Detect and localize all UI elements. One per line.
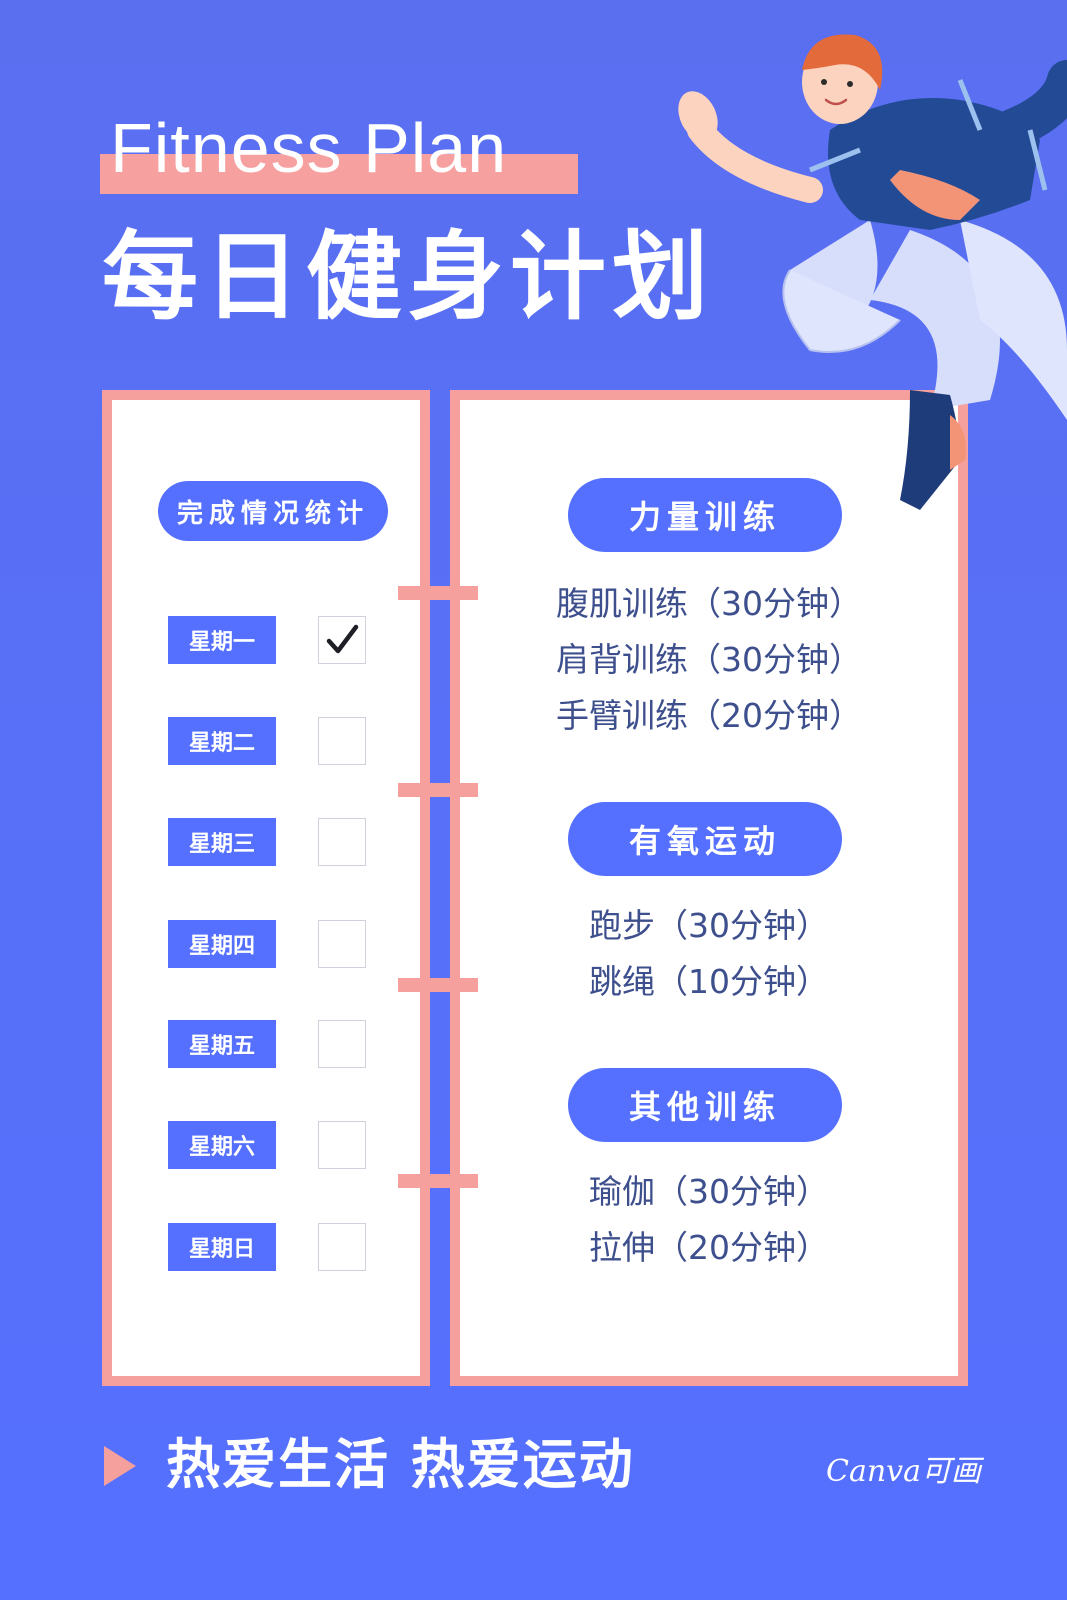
day-checkbox-friday[interactable]	[318, 1020, 366, 1068]
plan-item: 跑步（30分钟）	[589, 906, 829, 945]
panel-connector	[398, 783, 478, 797]
day-checkbox-thursday[interactable]	[318, 920, 366, 968]
title-zh: 每日健身计划	[102, 221, 714, 333]
stats-panel	[102, 390, 430, 1386]
title-highlight-bar	[100, 154, 578, 194]
day-label: 星期六	[168, 1121, 276, 1169]
running-man-illustration	[678, 34, 1067, 510]
day-label: 星期三	[168, 818, 276, 866]
brand-logo: Canva可画	[826, 1454, 981, 1489]
play-arrow-icon	[104, 1446, 136, 1486]
title-en-block: Fitness Plan	[100, 104, 578, 194]
plan-item: 瑜伽（30分钟）	[589, 1172, 829, 1211]
day-label: 星期二	[168, 717, 276, 765]
day-checkbox-wednesday[interactable]	[318, 818, 366, 866]
plan-item: 肩背训练（30分钟）	[556, 640, 862, 679]
footer-slogan: 热爱生活 热爱运动	[166, 1433, 635, 1496]
check-icon	[326, 624, 359, 654]
panel-connector	[398, 1174, 478, 1188]
day-label: 星期五	[168, 1020, 276, 1068]
plan-item: 腹肌训练（30分钟）	[556, 584, 862, 623]
panel-connector	[398, 978, 478, 992]
plan-item: 拉伸（20分钟）	[589, 1228, 829, 1267]
day-checkbox-monday[interactable]	[318, 616, 366, 664]
stats-title-pill: 完成情况统计	[158, 481, 388, 541]
section-title-other: 其他训练	[568, 1068, 842, 1142]
day-label: 星期日	[168, 1223, 276, 1271]
day-checkbox-tuesday[interactable]	[318, 717, 366, 765]
section-title-strength: 力量训练	[568, 478, 842, 552]
plan-item: 跳绳（10分钟）	[589, 962, 829, 1001]
plan-item: 手臂训练（20分钟）	[556, 696, 862, 735]
day-checkbox-sunday[interactable]	[318, 1223, 366, 1271]
day-checkbox-saturday[interactable]	[318, 1121, 366, 1169]
plan-panel	[450, 390, 968, 1386]
panel-connector	[398, 586, 478, 600]
section-title-cardio: 有氧运动	[568, 802, 842, 876]
day-label: 星期四	[168, 920, 276, 968]
title-en: Fitness Plan	[110, 109, 508, 187]
day-label: 星期一	[168, 616, 276, 664]
